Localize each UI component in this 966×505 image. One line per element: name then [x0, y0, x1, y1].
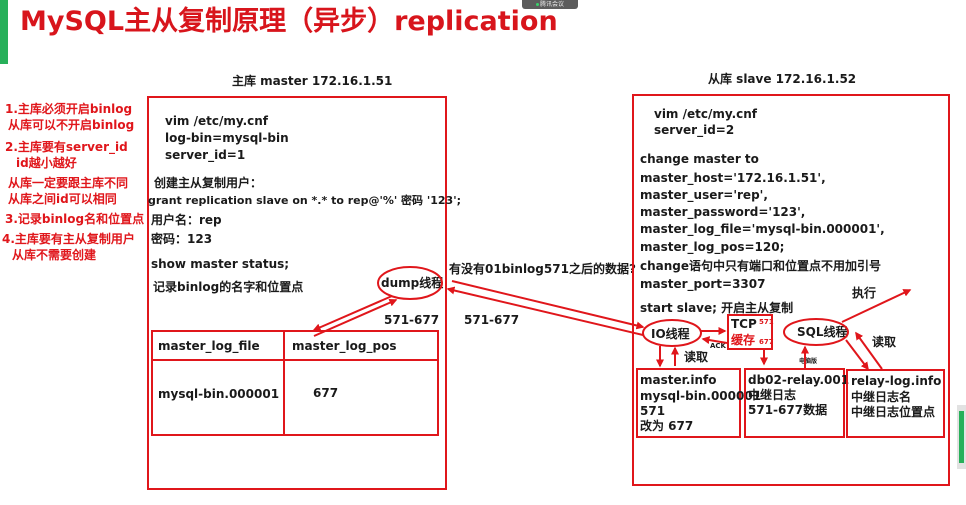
master-config-line-1: vim /etc/my.cnf	[165, 114, 269, 128]
sql-thread-label: SQL线程	[797, 325, 848, 339]
relay-log-info-line-3: 中继日志位置点	[851, 405, 936, 419]
slave-config-line-2: server_id=2	[654, 123, 735, 137]
read-label-io: 读取	[684, 350, 709, 364]
tcp-label: TCP	[731, 317, 757, 331]
show-master-status: show master status;	[151, 257, 290, 271]
relay-log-line-2: 中继日志	[748, 388, 797, 402]
master-status-table	[151, 330, 439, 436]
arrow-table-to-dump	[313, 298, 398, 337]
note-2b: id越小越好	[16, 156, 77, 170]
tcp-cache-box	[727, 314, 773, 350]
arrow-sql-execute	[841, 289, 912, 323]
meeting-badge-label: 腾讯会议	[539, 1, 564, 8]
relay-log-info-line-1: relay-log.info	[851, 374, 942, 388]
range-label-left: 571-677	[384, 313, 440, 327]
note-2d: 从库之间id可以相同	[8, 192, 117, 206]
meeting-badge: 腾讯会议	[522, 0, 578, 9]
side-scroll-indicator	[957, 405, 966, 469]
change-master-line-5: master_log_file='mysql-bin.000001',	[640, 222, 885, 236]
table-cell-file: mysql-bin.000001	[158, 387, 280, 401]
arrow-relay-info-to-sql	[855, 331, 883, 370]
record-label: 记录binlog的名字和位置点	[153, 280, 304, 294]
range-label-mid: 571-677	[464, 313, 520, 327]
sql-thread-ellipse	[783, 318, 849, 346]
scroll-thumb	[959, 411, 964, 463]
master-config-line-2: log-bin=mysql-bin	[165, 131, 289, 145]
green-accent-bar	[0, 0, 8, 64]
tcp-num-top: 571	[759, 318, 774, 326]
note-4b: 从库不需要创建	[12, 248, 97, 262]
table-column-divider	[283, 330, 285, 436]
tcp-num-bottom: 677	[759, 338, 774, 346]
master-header: 主库 master 172.16.1.51	[232, 74, 393, 88]
start-slave-line: start slave; 开启主从复制	[640, 301, 794, 315]
dump-thread-label: dump线程	[381, 276, 444, 290]
table-cell-pos: 677	[313, 386, 339, 400]
arrow-tcp-ack	[701, 336, 728, 345]
note-1b: 从库可以不开启binlog	[8, 118, 135, 132]
tcp-cache-label: 缓存	[731, 333, 756, 347]
read-label-sql: 读取	[872, 335, 897, 349]
note-2c: 从库一定要跟主库不同	[8, 176, 129, 190]
arrow-sql-to-relay-info	[845, 339, 869, 371]
relay-log-box	[744, 368, 845, 438]
question-label: 有没有01binlog571之后的数据?	[449, 262, 636, 276]
master-info-line-3: 571	[640, 404, 666, 418]
relay-log-line-3: 571-677数据	[748, 403, 828, 417]
arrow-dump-to-io	[451, 280, 645, 330]
username-line: 用户名：rep	[151, 213, 222, 227]
relay-log-info-line-2: 中继日志名	[851, 390, 912, 404]
master-port-line: master_port=3307	[640, 277, 766, 291]
slave-header: 从库 slave 172.16.1.52	[708, 72, 857, 86]
change-master-line-4: master_password='123',	[640, 205, 806, 219]
note-1: 1.主库必须开启binlog	[5, 102, 133, 116]
io-thread-label: IO线程	[651, 327, 690, 341]
password-line: 密码：123	[151, 232, 213, 246]
relay-log-info-box	[846, 369, 945, 438]
master-info-line-1: master.info	[640, 373, 717, 387]
table-header-pos: master_log_pos	[292, 339, 397, 353]
change-master-line-3: master_user='rep',	[640, 188, 768, 202]
table-header-file: master_log_file	[158, 339, 260, 353]
status-dot-icon	[535, 3, 539, 6]
ack-label: ACK	[710, 342, 726, 350]
dump-thread-ellipse	[377, 266, 443, 300]
master-info-box	[636, 368, 741, 438]
relay-log-line-1: db02-relay.001	[748, 373, 850, 387]
tiny-label: 电脑版	[799, 358, 818, 365]
change-master-line-2: master_host='172.16.1.51',	[640, 171, 826, 185]
table-header-divider	[151, 359, 439, 361]
arrow-dump-to-table	[312, 295, 393, 332]
create-user-label: 创建主从复制用户：	[154, 176, 263, 190]
io-thread-ellipse	[642, 319, 702, 347]
note-2: 2.主库要有server_id	[5, 140, 128, 154]
master-info-line-4: 改为 677	[640, 419, 694, 433]
master-config-line-3: server_id=1	[165, 148, 246, 162]
grant-statement: grant replication slave on *.* to rep@'%…	[148, 194, 461, 207]
slave-config-line-1: vim /etc/my.cnf	[654, 107, 758, 121]
arrow-io-to-dump	[446, 286, 644, 336]
note-3: 3.记录binlog名和位置点	[5, 212, 145, 226]
master-box	[147, 96, 447, 490]
slave-box	[632, 94, 950, 486]
page-title: MySQL主从复制原理（异步）replication	[20, 6, 558, 37]
execute-label: 执行	[852, 286, 877, 300]
change-master-line-1: change master to	[640, 152, 759, 166]
note-4: 4.主库要有主从复制用户	[2, 232, 135, 246]
change-note: change语句中只有端口和位置点不用加引号	[640, 259, 882, 273]
change-master-line-6: master_log_pos=120;	[640, 240, 785, 254]
master-info-line-2: mysql-bin.000001	[640, 389, 762, 403]
